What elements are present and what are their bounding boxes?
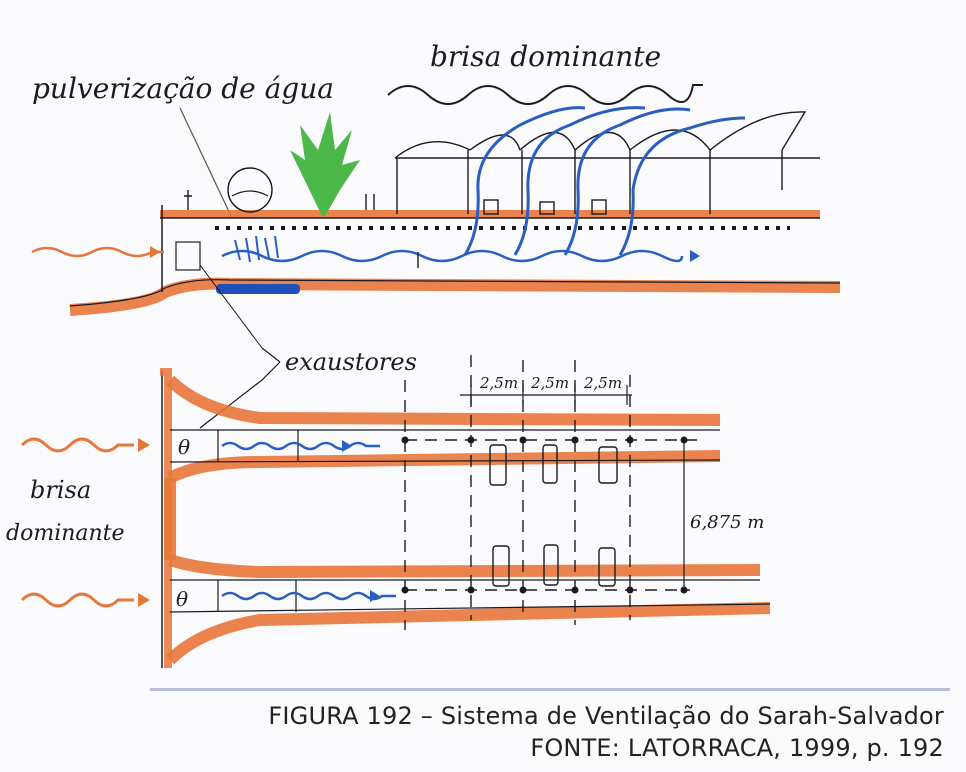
water-spray-label: pulverização de água (32, 72, 334, 105)
prevailing-breeze-left-label-1: brisa (30, 476, 91, 504)
spacing-label-3: 2,5m (583, 374, 622, 392)
incoming-breeze-arrow (31, 246, 164, 258)
water-pool (216, 284, 300, 294)
prevailing-breeze-top-label: brisa dominante (430, 40, 661, 73)
caption-source: FONTE: LATORRACA, 1999, p. 192 (530, 734, 944, 762)
prevailing-breeze-left-label-2: dominante (6, 521, 125, 546)
corridor-airflow-upper (221, 441, 380, 451)
spacing-label-2: 2,5m (530, 374, 569, 392)
caption-title: FIGURA 192 – Sistema de Ventilação do Sa… (268, 702, 944, 730)
plant-icon (290, 112, 360, 216)
width-dimension-label: 6,875 m (690, 512, 764, 533)
caption-separator (150, 688, 950, 691)
svg-text:θ: θ (176, 587, 188, 611)
breeze-arrow-lower (20, 592, 134, 608)
plan-view: exaustores brisa dominante (6, 264, 771, 668)
section-view: pulverização de água brisa dominante (31, 40, 841, 316)
figure-caption: FIGURA 192 – Sistema de Ventilação do Sa… (268, 700, 944, 764)
corridor-airflow-lower (221, 591, 396, 601)
spacing-label-1: 2,5m (479, 374, 518, 392)
exhausters-label: exaustores (285, 348, 417, 376)
breeze-arrow-upper (20, 437, 134, 453)
wind-wave-top (387, 84, 703, 105)
updraft-flows (463, 106, 746, 256)
air-flow-lower (221, 249, 684, 263)
ventilation-diagram: pulverização de água brisa dominante (6, 40, 841, 668)
svg-text:θ: θ (178, 435, 190, 459)
